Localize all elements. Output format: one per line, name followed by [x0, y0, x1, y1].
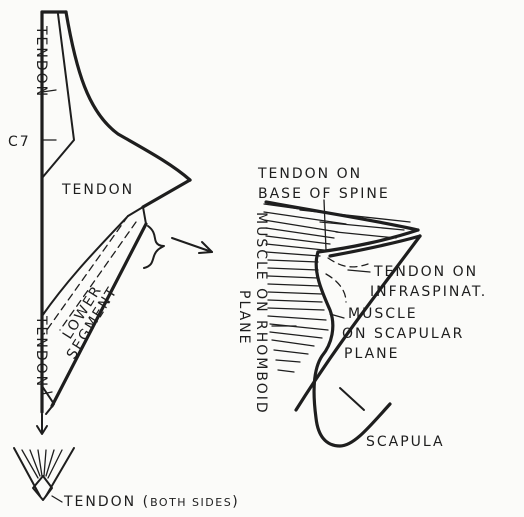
muscle-scapular-label-3: PLANE [344, 346, 399, 362]
scapula-pointer [340, 388, 364, 410]
infraspinat-pointer [348, 270, 370, 272]
tendon-top-vertical-label: TENDON [33, 25, 49, 98]
c7-label: C7 [8, 134, 31, 150]
tendon-mid-label: TENDON [61, 182, 134, 198]
muscle-scapular-label-1: MUSCLE [348, 306, 418, 322]
tendon-both-sides-close: ) [232, 494, 239, 510]
infraspinatus-dashed [328, 258, 368, 267]
tendon-both-sides-main: TENDON ( [63, 494, 150, 510]
tendon-on-infraspinat-label-2: INFRASPINAT. [370, 284, 487, 300]
muscle-on-rhomboid-label-1: MUSCLE ON RHOMBOID [253, 212, 269, 415]
both-sides-fan-5 [46, 450, 54, 476]
tendon-both-sides-small: BOTH SIDES [150, 496, 232, 509]
base-spine-pointer [324, 200, 326, 250]
both-sides-fan-4 [44, 450, 46, 476]
left-trapezius-figure [37, 12, 212, 434]
both-sides-outer-left [14, 448, 40, 496]
right-scapula-figure [264, 200, 420, 446]
upper-muscle-outline [66, 12, 190, 180]
both-sides-pointer [52, 496, 62, 502]
bracket [144, 226, 164, 268]
scapula-label: SCAPULA [366, 434, 445, 450]
tendon-both-sides-label: TENDON (BOTH SIDES) [63, 494, 240, 510]
tendon-on-infraspinat-label-1: TENDON ON [373, 264, 478, 280]
muscle-scapular-label-2: ON SCAPULAR [342, 326, 464, 342]
infraspinatus-dashed-2 [326, 274, 346, 302]
tendon-on-base-label-2: BASE OF SPINE [258, 186, 390, 202]
shoulder-tendon-triangle [128, 207, 146, 224]
bottom-tendon-shape [42, 386, 54, 414]
upper-lower-edge [143, 180, 190, 207]
muscle-on-rhomboid-label-2: PLANE [236, 290, 252, 345]
tendon-on-base-label-1: TENDON ON [257, 166, 362, 182]
tendon-bottom-vertical-label: TENDON [33, 315, 49, 388]
